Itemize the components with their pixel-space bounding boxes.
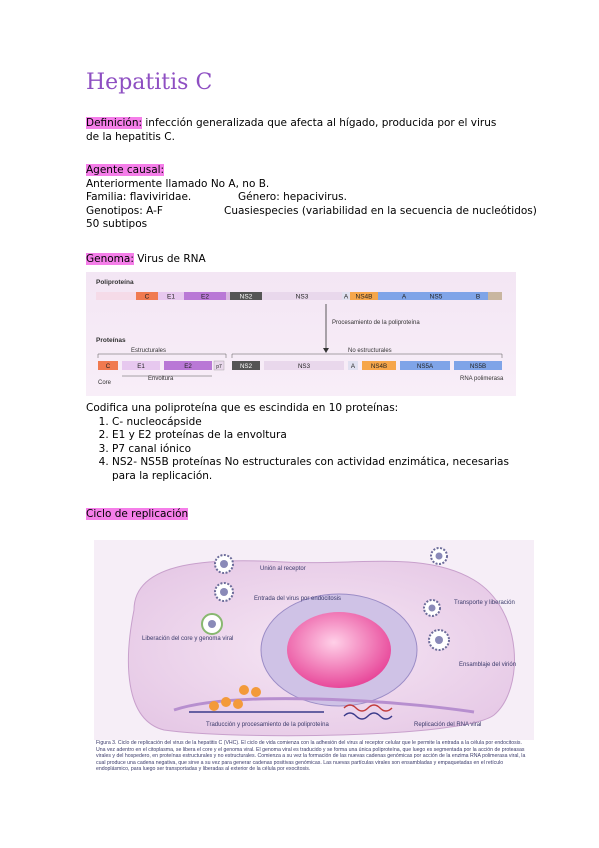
seg-label-e1: E1 — [167, 294, 175, 301]
genotipos-text: Genotipos: A-F — [86, 204, 163, 217]
segment-e2 — [184, 292, 226, 300]
segment-ns5 — [378, 292, 488, 300]
agente-section: Agente causal: Anteriormente llamado No … — [86, 164, 537, 232]
transporte-label: Transporte y liberación — [454, 600, 515, 606]
poliproteina-label: Poliproteína — [96, 279, 134, 286]
protein-a — [348, 361, 358, 370]
proteinas-label: Proteínas — [96, 337, 126, 344]
polyprotein-blobs — [209, 685, 261, 711]
protein-c — [98, 361, 118, 370]
agente-label: Agente causal: — [86, 164, 165, 176]
prot-label-p7: p7 — [216, 364, 222, 370]
genoma-line: Genoma: Virus de RNA — [86, 253, 206, 267]
seg-label-ns5: NS5 — [430, 294, 443, 301]
codifica-intro: Codifica una poliproteína que es escindi… — [86, 402, 399, 414]
protein-ns5b — [454, 361, 502, 370]
rna-polimerasa-label: RNA polimerasa — [460, 376, 504, 382]
list-item: NS2- NS5B proteínas No estructurales con… — [112, 456, 526, 483]
replicacion-label: Replicación del RNA viral — [414, 722, 481, 728]
seg-label-ns2: NS2 — [240, 294, 253, 301]
nucleolus — [287, 612, 391, 688]
list-item: P7 canal iónico — [112, 443, 526, 457]
genoma-text: Virus de RNA — [133, 253, 206, 265]
union-label: Unión al receptor — [260, 566, 306, 572]
protein-ns5a — [400, 361, 450, 370]
ciclo-heading: Ciclo de replicación — [86, 508, 189, 522]
virus-particles — [201, 547, 450, 651]
prot-label-c: C — [106, 363, 111, 370]
no-estructurales-label: No estructurales — [348, 348, 392, 354]
prot-label-e2: E2 — [184, 363, 192, 370]
replication-cycle-diagram: Unión al receptor Entrada del virus por … — [94, 540, 534, 740]
seg-label-a2: A — [402, 294, 407, 301]
prot-label-ns4b: NS4B — [371, 363, 387, 370]
entrada-label: Entrada del virus por endocitosis — [254, 596, 341, 602]
protein-ns4b — [362, 361, 396, 370]
protein-list: C- nucleocápside E1 y E2 proteínas de la… — [86, 416, 526, 484]
prot-label-ns3: NS3 — [298, 363, 311, 370]
seg-label-b: B — [476, 294, 480, 301]
segment-ns4b — [350, 292, 378, 300]
list-item: E1 y E2 proteínas de la envoltura — [112, 429, 526, 443]
segment-a — [342, 292, 350, 300]
envoltura-label: Envoltura — [148, 376, 174, 382]
codifica-section: Codifica una poliproteína que es escindi… — [86, 402, 526, 483]
ensamblaje-label: Ensamblaje del virión — [459, 662, 516, 668]
protein-ns2 — [232, 361, 260, 370]
segment-c — [136, 292, 158, 300]
replicating-rna — [343, 704, 393, 712]
genoma-label: Genoma: — [86, 253, 134, 265]
protein-e2 — [164, 361, 212, 370]
prot-label-ns2: NS2 — [240, 363, 253, 370]
protein-e1 — [122, 361, 160, 370]
subtipos-text: 50 subtipos — [86, 218, 148, 230]
prot-label-ns5b: NS5B — [470, 363, 486, 370]
agente-line1: Anteriormente llamado No A, no B. — [86, 177, 270, 190]
seg-label-a: A — [344, 294, 349, 301]
definicion-label: Definición: — [86, 117, 143, 129]
prot-label-ns5a: NS5A — [417, 363, 434, 370]
seg-label-ns4b: NS4B — [356, 294, 373, 301]
prot-label-e1: E1 — [137, 363, 145, 370]
processing-label: Procesamiento de la poliproteína — [332, 320, 420, 326]
figure-caption: Figura 3. Ciclo de replicación del virus… — [96, 740, 526, 773]
genero-text: Género: hepacivirus. — [238, 191, 347, 203]
protein-ns3 — [264, 361, 344, 370]
definicion-paragraph: Definición: infección generalizada que a… — [86, 117, 506, 144]
seg-label-ns3: NS3 — [296, 294, 309, 301]
protein-p7 — [213, 360, 225, 371]
familia-text: Familia: flaviviridae. — [86, 191, 192, 203]
seg-label-c: C — [145, 294, 150, 301]
traduccion-label: Traducción y procesamiento de la polipro… — [206, 722, 330, 728]
prot-label-a: A — [351, 363, 356, 370]
seg-label-e2: E2 — [201, 294, 209, 301]
polyprotein-diagram: Poliproteína C E1 E2 NS2 NS3 A NS4B A NS… — [86, 272, 516, 396]
list-item: C- nucleocápside — [112, 416, 526, 430]
segment-ns3 — [262, 292, 342, 300]
estructurales-label: Estructurales — [131, 348, 166, 354]
segment-ns2 — [230, 292, 262, 300]
ciclo-label: Ciclo de replicación — [86, 508, 189, 520]
cuasiespecies-text: Cuasiespecies (variabilidad en la secuen… — [224, 204, 537, 217]
page-title: Hepatitis C — [86, 70, 213, 95]
definicion-text: infección generalizada que afecta al híg… — [86, 117, 497, 143]
liberacion-label: Liberación del core y genoma viral — [142, 636, 233, 642]
segment-e1 — [158, 292, 184, 300]
core-label: Core — [98, 380, 112, 386]
